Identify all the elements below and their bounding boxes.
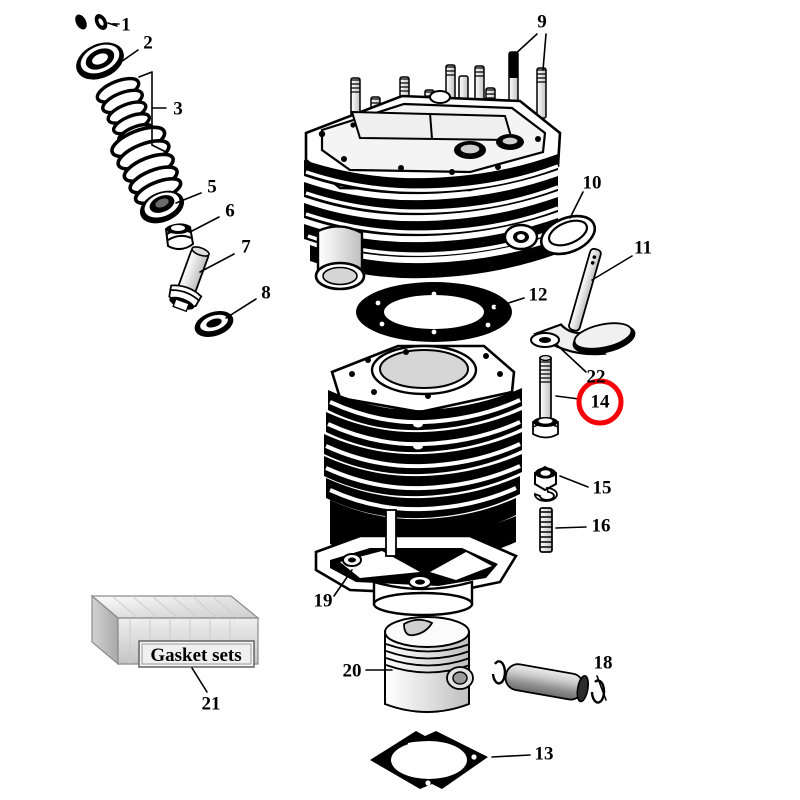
bolt-washer-part bbox=[530, 332, 560, 348]
gasket-sets-box: Gasket sets bbox=[90, 594, 260, 668]
valve-keepers-part bbox=[75, 14, 108, 30]
wrist-pin-part bbox=[491, 660, 606, 704]
valve-stem-seal-part bbox=[164, 223, 195, 250]
highlight-ring-part-14 bbox=[576, 378, 624, 426]
cylinder-head-bolt-part bbox=[532, 354, 559, 439]
valve-part bbox=[533, 247, 636, 356]
valve-guide-part bbox=[168, 246, 210, 313]
callout-14: 14 bbox=[591, 391, 611, 412]
callout-21: 21 bbox=[202, 693, 221, 714]
callout-12: 12 bbox=[529, 284, 548, 305]
callout-1: 1 bbox=[121, 14, 131, 35]
head-right-boss bbox=[503, 223, 539, 251]
upper-spring-collar-part bbox=[76, 42, 124, 80]
callout-9: 9 bbox=[537, 11, 547, 32]
callout-20: 20 bbox=[343, 660, 362, 681]
callout-18: 18 bbox=[594, 652, 613, 673]
gasket-sets-label: Gasket sets bbox=[150, 645, 241, 666]
callout-15: 15 bbox=[593, 477, 612, 498]
callout-8: 8 bbox=[261, 282, 271, 303]
callout-11: 11 bbox=[634, 237, 652, 258]
piston-part bbox=[384, 616, 474, 713]
callout-2: 2 bbox=[143, 32, 153, 53]
oring-part bbox=[539, 214, 597, 256]
callout-labels: 1 2 3 5 6 7 8 9 10 11 12 22 14 15 16 19 … bbox=[121, 11, 652, 764]
callout-19: 19 bbox=[314, 590, 333, 611]
barrel-cooling-fins bbox=[324, 388, 522, 539]
base-gasket-part bbox=[370, 731, 488, 789]
head-gasket-part bbox=[356, 282, 512, 342]
nut-and-lockwasher-part bbox=[534, 465, 558, 502]
callout-13: 13 bbox=[535, 743, 554, 764]
valve-train-assembly bbox=[75, 14, 234, 337]
callout-10: 10 bbox=[583, 172, 602, 193]
callout-22: 22 bbox=[587, 366, 606, 387]
cylinder-stud-part bbox=[539, 507, 553, 553]
lower-spring-collar-part bbox=[139, 190, 185, 224]
cylinder-head-part bbox=[304, 51, 562, 291]
exhaust-port-stub bbox=[314, 225, 366, 291]
valve-guide-washer-part bbox=[194, 311, 234, 337]
callout-6: 6 bbox=[225, 200, 235, 221]
outer-valve-spring-part bbox=[110, 125, 183, 206]
callout-16: 16 bbox=[592, 515, 611, 536]
leader-lines bbox=[107, 22, 633, 758]
head-cooling-fins bbox=[304, 154, 559, 279]
cylinder-barrel-part bbox=[314, 344, 522, 617]
callout-3: 3 bbox=[173, 98, 183, 119]
callout-7: 7 bbox=[241, 236, 251, 257]
callout-5: 5 bbox=[207, 176, 217, 197]
